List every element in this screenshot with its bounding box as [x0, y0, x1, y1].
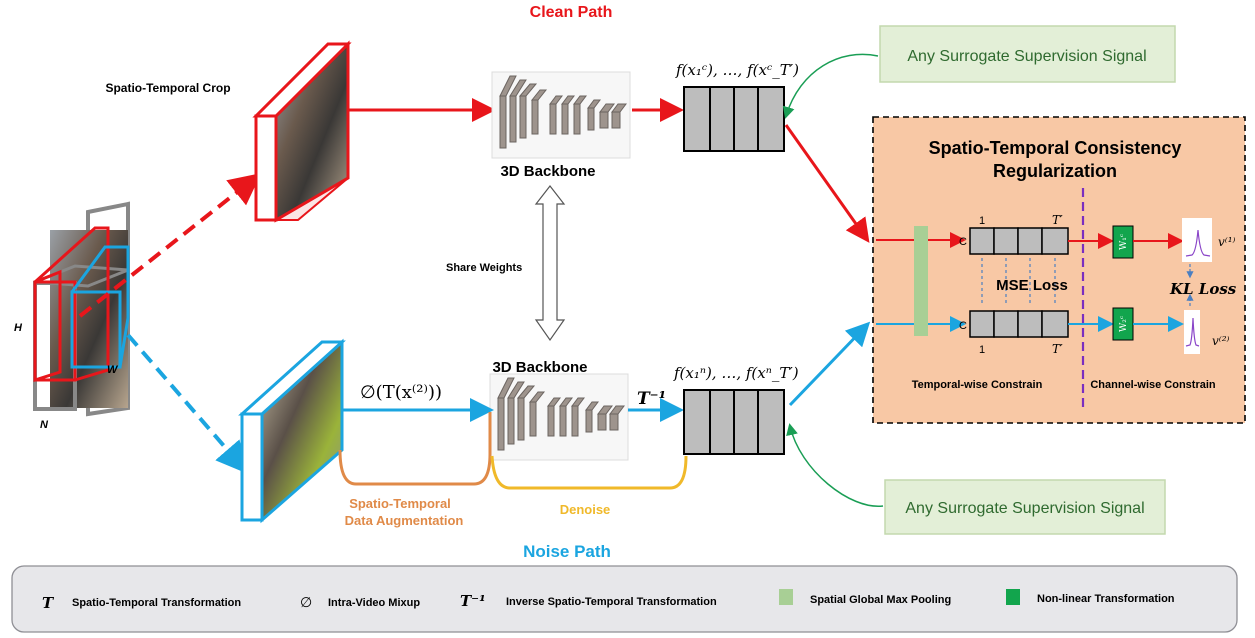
legend-label-tinv: Inverse Spatio-Temporal Transformation	[506, 596, 717, 608]
stcr-title-2: Regularization	[993, 161, 1117, 181]
stcr-title-1: Spatio-Temporal Consistency	[929, 138, 1182, 158]
stcr-feature-top	[969, 227, 1069, 255]
augment-bracket	[338, 412, 492, 486]
crop-arrow-noise	[126, 333, 249, 475]
clean-to-stcr-arrow	[784, 124, 870, 243]
legend-nonlinear-swatch	[1006, 589, 1020, 605]
tinv-label: T⁻¹	[637, 389, 666, 409]
legend-label-t: Spatio-Temporal Transformation	[72, 597, 241, 609]
mse-loss-label: MSE Loss	[996, 277, 1068, 294]
backbone-bottom-network	[489, 373, 629, 461]
crop-arrow-clean	[78, 173, 262, 318]
share-weights-label: Share Weights	[446, 262, 522, 274]
legend-pool-swatch	[779, 589, 793, 605]
legend-label-pool: Spatial Global Max Pooling	[810, 594, 951, 606]
noise-to-stcr-arrow	[788, 321, 871, 407]
temporal-constraint-label: Temporal-wise Constrain	[912, 379, 1043, 391]
denoise-bracket	[490, 455, 688, 490]
clean-clip	[252, 40, 352, 223]
denoise-label: Denoise	[560, 502, 611, 517]
stcr-one-top: 1	[979, 215, 985, 227]
surrogate-top-box	[879, 25, 1176, 83]
stcr-panel	[872, 116, 1246, 424]
share-weights-arrow	[534, 185, 566, 342]
mse-connectors	[981, 258, 1056, 306]
surrogate-bottom-arrow	[786, 423, 884, 507]
v2-label: v⁽²⁾	[1212, 334, 1230, 348]
surrogate-top-arrow	[782, 53, 879, 119]
stcr-tprime-bottom: T′	[1052, 342, 1063, 356]
clean-feature-label: f(x₁ᶜ), …, f(xᶜ_T′)	[675, 61, 799, 79]
input-video-stack	[33, 201, 130, 417]
legend-panel	[11, 565, 1238, 633]
dim-n: N	[40, 419, 49, 431]
noise-clip	[238, 338, 346, 524]
surrogate-top-label: Any Surrogate Supervision Signal	[907, 48, 1146, 65]
legend-sym-phi: ∅	[300, 595, 312, 611]
phi-label: ∅(T(x⁽²⁾))	[360, 382, 442, 403]
stcr-feature-bottom	[969, 310, 1069, 338]
w2-label: W₂ᶜ	[1119, 316, 1129, 332]
dim-w: W	[107, 364, 119, 376]
dim-h: H	[14, 322, 23, 334]
augment-label-2: Data Augmentation	[345, 513, 464, 528]
surrogate-bottom-label: Any Surrogate Supervision Signal	[905, 500, 1144, 517]
noise-path-title: Noise Path	[523, 542, 611, 561]
distribution-2	[1184, 310, 1200, 354]
pool-bar	[914, 226, 928, 336]
w1-label: W₁ᶜ	[1119, 234, 1129, 250]
st-crop-label: Spatio-Temporal Crop	[105, 81, 230, 95]
legend-sym-t: T	[42, 594, 55, 612]
legend-label-nonlinear: Non-linear Transformation	[1037, 593, 1175, 605]
noise-feature-map	[683, 389, 785, 455]
backbone-top-network	[491, 71, 631, 159]
surrogate-bottom-box	[884, 479, 1166, 535]
kl-loss-label: KL Loss	[1169, 280, 1237, 298]
stcr-tprime-top: T′	[1052, 213, 1063, 227]
legend-sym-tinv: T⁻¹	[460, 592, 486, 610]
noise-feature-label: f(x₁ⁿ), …, f(xⁿ_T′)	[673, 364, 799, 382]
clean-path-title: Clean Path	[530, 4, 613, 21]
stcr-c-bottom: C	[959, 320, 967, 332]
channel-constraint-label: Channel-wise Constrain	[1090, 379, 1216, 391]
distribution-1	[1182, 218, 1212, 262]
v1-label: v⁽¹⁾	[1218, 235, 1236, 249]
stcr-one-bottom: 1	[979, 344, 985, 356]
stcr-c-top: C	[959, 236, 967, 248]
augment-label-1: Spatio-Temporal	[349, 496, 451, 511]
backbone-bottom-label: 3D Backbone	[492, 359, 587, 376]
backbone-top-label: 3D Backbone	[500, 163, 595, 180]
clean-feature-map	[683, 86, 785, 152]
legend-label-phi: Intra-Video Mixup	[328, 597, 420, 609]
